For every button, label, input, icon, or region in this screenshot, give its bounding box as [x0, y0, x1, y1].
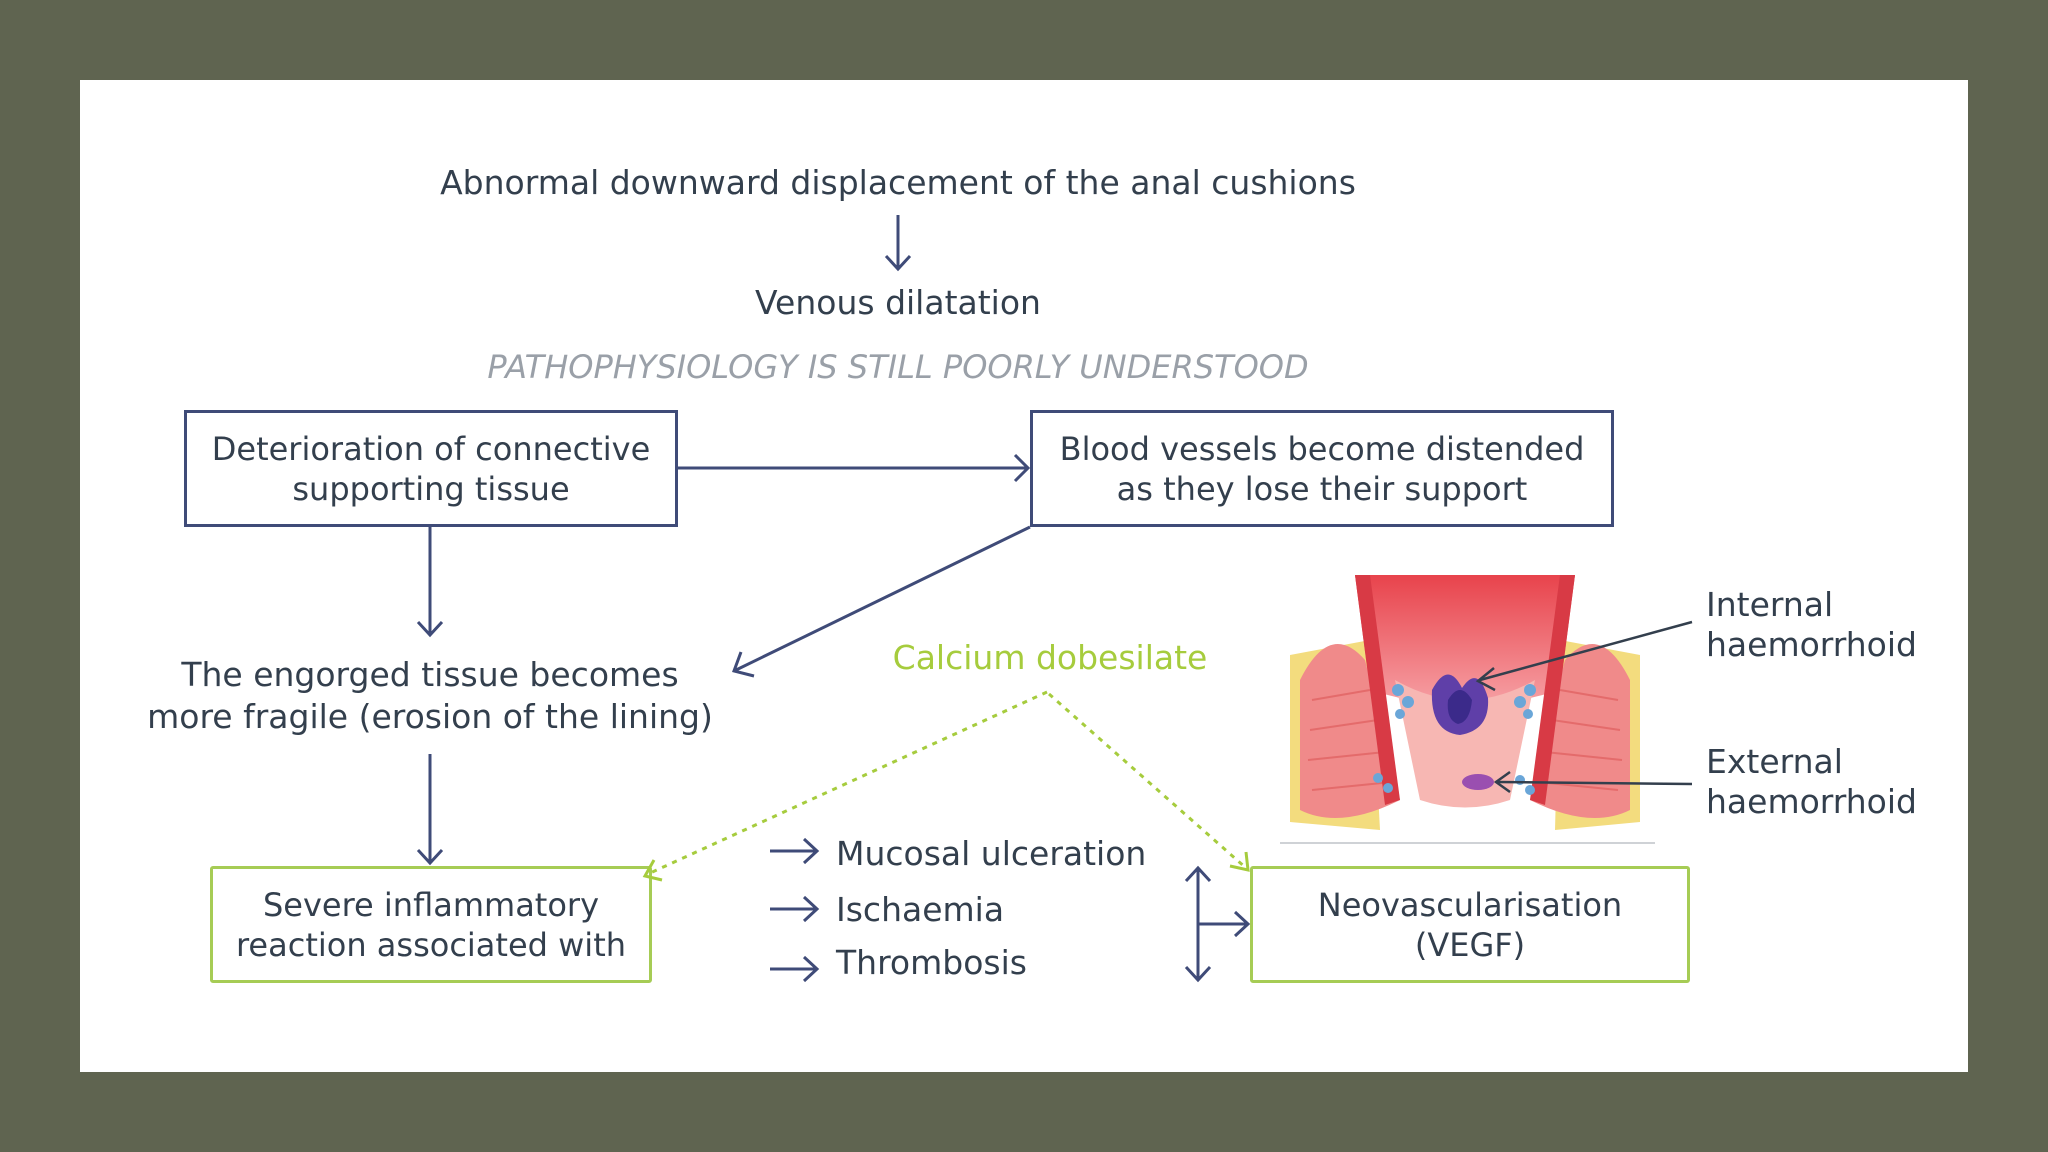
arrow-connective-to-engorged	[416, 527, 444, 638]
box-connective-line2: supporting tissue	[292, 469, 570, 508]
box-inflammatory-line1: Severe inflammatory	[262, 885, 600, 924]
box-neovascularisation: Neovascularisation (VEGF)	[1250, 866, 1690, 983]
label-internal-line2: haemorrhoid	[1706, 625, 1917, 664]
engorged-line2: more fragile (erosion of the lining)	[147, 697, 713, 736]
effect-thrombosis: Thrombosis	[836, 943, 1027, 982]
box-vessels-line1: Blood vessels become distended	[1059, 429, 1585, 468]
arrow-vessels-to-engorged	[732, 525, 1031, 678]
box-inflammatory: Severe inflammatory reaction associated …	[210, 866, 652, 983]
anatomy-illustration	[1280, 575, 1693, 844]
box-connective-line1: Deterioration of connective	[211, 429, 651, 468]
box-neo-line2: (VEGF)	[1414, 925, 1526, 964]
box-connective-tissue: Deterioration of connective supporting t…	[184, 410, 678, 527]
box-neo-line1: Neovascularisation	[1317, 885, 1623, 924]
effect-ischaemia: Ischaemia	[836, 890, 1005, 929]
engorged-tissue: The engorged tissue becomes more fragile…	[110, 654, 750, 738]
drug-arrow-right	[1048, 692, 1247, 870]
box-blood-vessels: Blood vessels become distended as they l…	[1030, 410, 1614, 527]
arrow-engorged-to-inflammatory	[416, 754, 444, 866]
top-statement: Abnormal downward displacement of the an…	[440, 163, 1356, 202]
venous-dilatation: Venous dilatation	[755, 283, 1041, 322]
engorged-line1: The engorged tissue becomes	[181, 655, 679, 694]
label-external-haemorrhoid: External haemorrhoid	[1706, 742, 1946, 822]
effect-mucosal-ulceration: Mucosal ulceration	[836, 834, 1147, 873]
drug-arrow-right-head	[1229, 851, 1250, 872]
arrow-displacement-to-venous	[884, 215, 912, 272]
box-inflammatory-line2: reaction associated with	[235, 925, 627, 964]
drug-label: Calcium dobesilate	[892, 638, 1208, 677]
drug-arrow-left-head	[642, 859, 663, 882]
arrow-connective-to-vessels	[678, 453, 1031, 483]
label-internal-haemorrhoid: Internal haemorrhoid	[1706, 585, 1946, 665]
neo-connector-arrows	[1184, 865, 1251, 983]
box-vessels-line2: as they lose their support	[1116, 469, 1528, 508]
label-internal-line1: Internal	[1706, 585, 1834, 624]
label-external-line2: haemorrhoid	[1706, 782, 1917, 821]
subtitle: PATHOPHYSIOLOGY IS STILL POORLY UNDERSTO…	[487, 348, 1309, 386]
effect-arrows	[770, 837, 820, 983]
drug-arrow-left	[647, 690, 1048, 876]
label-external-line1: External	[1706, 742, 1843, 781]
